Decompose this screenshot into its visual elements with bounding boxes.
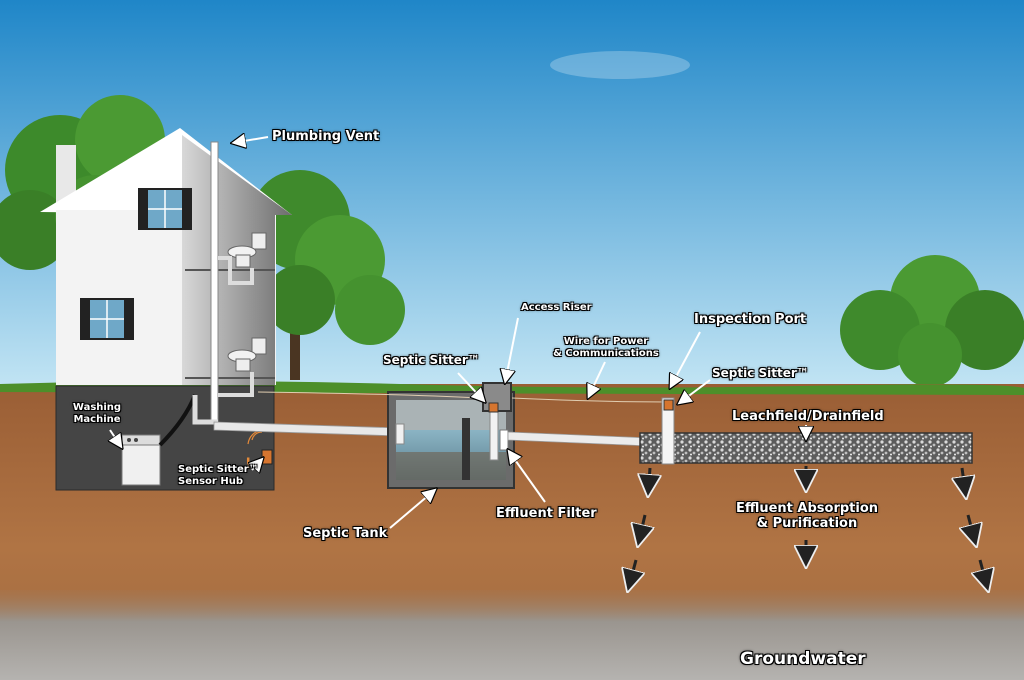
label-washing-machine-line1: Washing — [72, 402, 122, 413]
plumbing-vent-pipe — [210, 141, 219, 423]
label-groundwater: Groundwater — [740, 649, 866, 669]
effluent-filter — [499, 429, 509, 451]
label-absorption: Effluent Absorption & Purification — [724, 501, 890, 532]
label-access-riser: Access Riser — [521, 302, 592, 313]
drainage-arrows — [628, 466, 988, 590]
label-septic-sitter-tank: Septic Sitter™ — [383, 353, 480, 367]
label-washing-machine-line2: Machine — [73, 413, 121, 425]
label-wire-line1: Wire for Power — [563, 336, 649, 347]
label-absorption-line2: & Purification — [756, 515, 858, 531]
label-septic-tank: Septic Tank — [303, 526, 388, 541]
label-sensor-hub-line2: Sensor Hub — [178, 475, 243, 487]
tree-right — [840, 255, 1024, 395]
cloud — [550, 51, 690, 79]
label-absorption-line1: Effluent Absorption — [735, 501, 879, 516]
label-sensor-hub-line1: Septic Sitter™ — [178, 464, 259, 475]
label-sensor-hub: Septic Sitter™ Sensor Hub — [178, 464, 259, 487]
septic-sitter-tank-sensor — [488, 402, 499, 413]
sensor-hub — [261, 449, 273, 465]
inspection-port — [661, 397, 675, 465]
tree-middle — [250, 170, 405, 380]
label-washing-machine: Washing Machine — [66, 402, 128, 425]
label-effluent-filter: Effluent Filter — [496, 506, 597, 521]
house — [40, 128, 292, 385]
label-arrows — [110, 137, 806, 529]
septic-tank — [387, 382, 515, 489]
septic-sitter-port-sensor — [663, 399, 674, 411]
label-inspection-port: Inspection Port — [694, 312, 807, 327]
label-leachfield: Leachfield/Drainfield — [732, 409, 884, 424]
groundwater-layer — [0, 590, 1024, 680]
label-wire-line2: & Communications — [553, 347, 659, 359]
label-plumbing-vent: Plumbing Vent — [272, 129, 380, 144]
label-wire: Wire for Power & Communications — [550, 336, 662, 359]
label-septic-sitter-port: Septic Sitter™ — [712, 366, 809, 380]
